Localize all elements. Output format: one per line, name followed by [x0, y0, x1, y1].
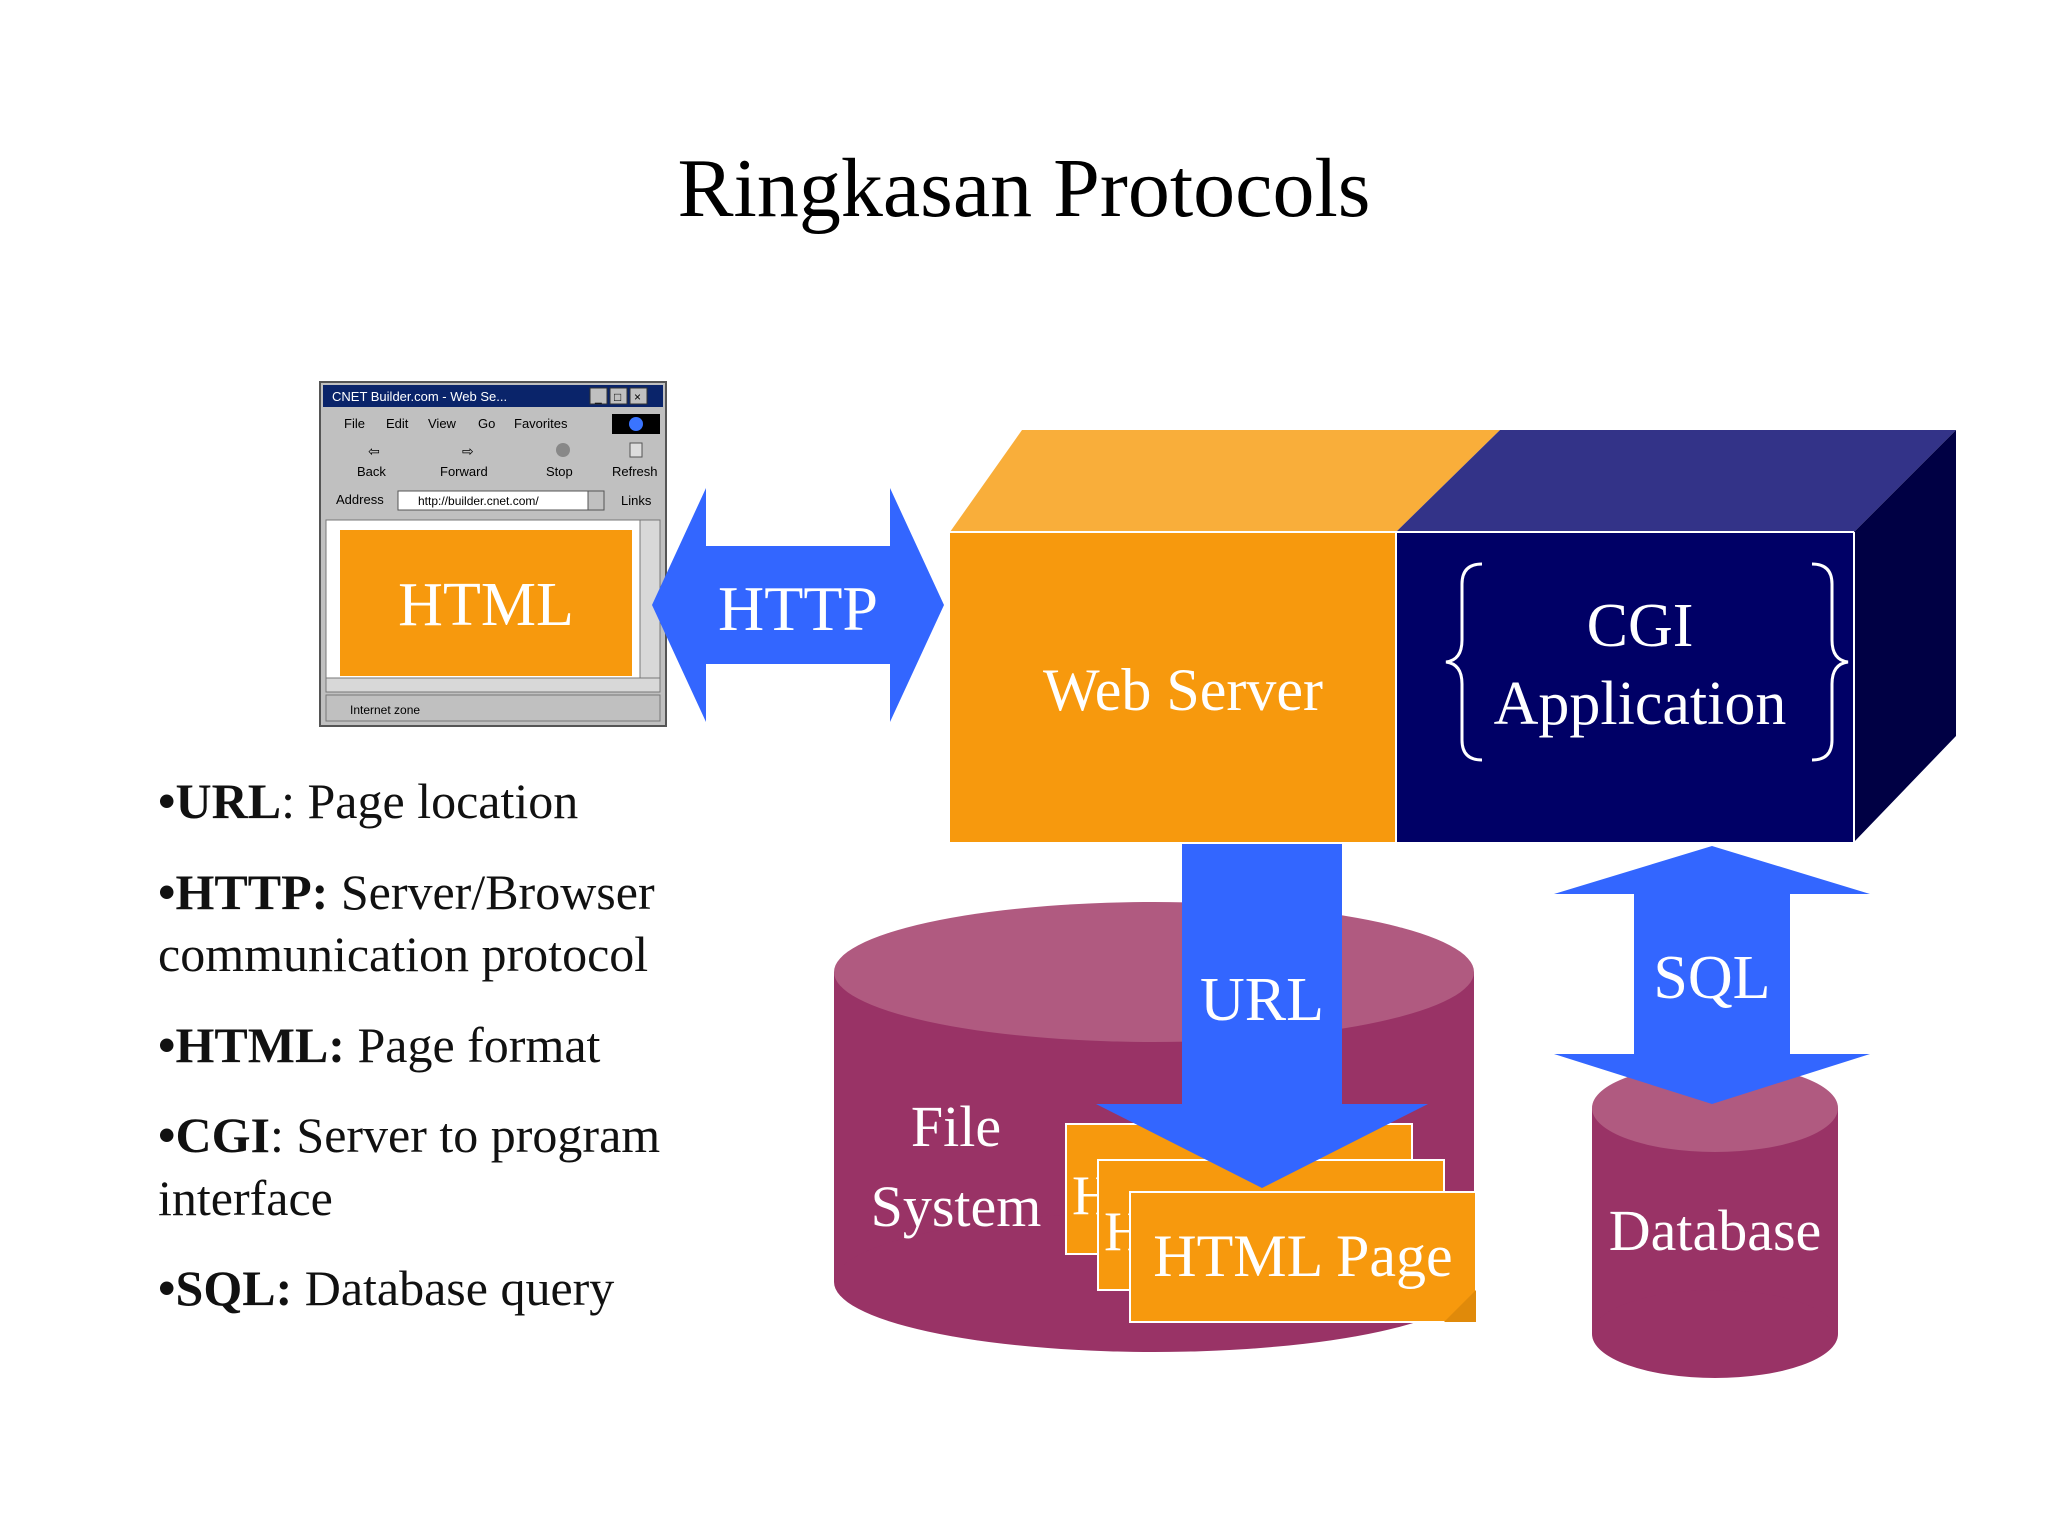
- address-label: Address: [336, 492, 384, 507]
- bullet-term: HTML:: [175, 1016, 345, 1073]
- url-arrow: [1096, 844, 1428, 1188]
- maximize-icon: □: [614, 390, 621, 404]
- forward-arrow-icon: ⇨: [462, 443, 474, 459]
- refresh-icon: [629, 442, 643, 458]
- right-brace-icon: [1811, 562, 1849, 762]
- links-label[interactable]: Links: [621, 493, 652, 508]
- cgi-top: [1396, 430, 1956, 532]
- bullet-cgi: •CGI: Server to program interface: [158, 1104, 778, 1229]
- left-brace-icon: [1445, 562, 1483, 762]
- close-button[interactable]: [629, 387, 648, 405]
- status-text: Internet zone: [350, 703, 420, 717]
- address-dropdown[interactable]: [587, 490, 605, 511]
- fs-top: [834, 902, 1474, 1042]
- cgi-label-line2: Application: [1494, 670, 1787, 738]
- refresh-button[interactable]: Refresh: [612, 464, 658, 479]
- bullet-sep: [345, 1017, 358, 1073]
- sql-label: SQL: [1653, 944, 1770, 1012]
- bullet-dot: •: [158, 1107, 176, 1163]
- bullet-sep: [328, 864, 341, 920]
- bullet-sep: :: [269, 1107, 297, 1163]
- stop-button[interactable]: Stop: [546, 464, 573, 479]
- back-arrow-icon: ⇦: [368, 443, 380, 459]
- browser-titlebar: [323, 385, 663, 407]
- http-arrow: [652, 488, 944, 722]
- status-bar: [325, 694, 661, 722]
- bullet-term: URL: [175, 773, 282, 829]
- sql-arrow: [1554, 846, 1870, 1104]
- bullet-html: •HTML: Page format: [158, 1014, 778, 1077]
- bullet-desc: Page location: [307, 773, 579, 829]
- protocol-bullet-list: •URL: Page location •HTTP: Server/Browse…: [158, 770, 778, 1348]
- menu-view[interactable]: View: [428, 416, 457, 431]
- db-bottom: [1592, 1290, 1838, 1378]
- bullet-dot: •: [158, 773, 176, 829]
- maximize-button[interactable]: [609, 387, 628, 405]
- stop-icon: [556, 443, 570, 457]
- bullet-dot: •: [158, 863, 176, 920]
- html-page-block: [340, 530, 632, 676]
- db-top: [1592, 1064, 1838, 1152]
- bullet-desc: Server to program interface: [158, 1107, 661, 1226]
- address-value: http://builder.cnet.com/: [418, 494, 539, 508]
- close-icon: ×: [634, 390, 641, 404]
- menu-file[interactable]: File: [344, 416, 365, 431]
- database-cylinder: Database: [1592, 1064, 1838, 1378]
- bullet-desc: Database query: [304, 1260, 615, 1316]
- page-corner-fold: [1444, 1290, 1476, 1322]
- bullet-term: CGI: [175, 1107, 270, 1163]
- bullet-desc: Server/Browser communication protocol: [158, 863, 655, 983]
- browser-menubar: File Edit View Go Favorites: [344, 414, 660, 434]
- database-label: Database: [1609, 1198, 1822, 1263]
- minimize-button[interactable]: [589, 387, 608, 405]
- server-box: Web Server CGI Application: [950, 430, 1956, 842]
- minimize-icon: _: [594, 390, 602, 404]
- browser-title: CNET Builder.com - Web Se...: [332, 389, 507, 404]
- forward-button[interactable]: Forward: [440, 464, 488, 479]
- browser-window: CNET Builder.com - Web Se... _ □ × File …: [319, 381, 667, 727]
- html-page-front: [1129, 1191, 1477, 1323]
- bullet-dot: •: [158, 1016, 176, 1073]
- web-server-label: Web Server: [1043, 657, 1323, 723]
- http-label: HTTP: [718, 573, 878, 644]
- bullet-term: SQL:: [175, 1260, 293, 1316]
- browser-toolbar: ⇦ Back ⇨ Forward Stop Refresh: [357, 442, 658, 479]
- bullet-sql: •SQL: Database query: [158, 1257, 778, 1320]
- cgi-front: [1396, 532, 1854, 842]
- address-bar: Address http://builder.cnet.com/ Links: [336, 490, 652, 511]
- bullet-http: •HTTP: Server/Browser communication prot…: [158, 861, 778, 986]
- html-page-label: HTML Page: [1153, 1223, 1452, 1289]
- url-label: URL: [1200, 966, 1324, 1034]
- menu-go[interactable]: Go: [478, 416, 495, 431]
- html-block-label: HTML: [398, 571, 574, 639]
- web-server-front: [950, 532, 1396, 842]
- fs-label-line2: System: [871, 1174, 1042, 1239]
- back-button[interactable]: Back: [357, 464, 386, 479]
- web-server-top: [950, 430, 1500, 532]
- bullet-sep: :: [281, 773, 308, 829]
- bullet-sep: [292, 1260, 305, 1316]
- page-title: Ringkasan Protocols: [677, 142, 1371, 235]
- fs-label-line1: File: [911, 1094, 1001, 1159]
- menu-favorites[interactable]: Favorites: [514, 416, 568, 431]
- bullet-url: •URL: Page location: [158, 770, 778, 833]
- bullet-dot: •: [158, 1260, 176, 1316]
- menu-edit[interactable]: Edit: [386, 416, 409, 431]
- ie-logo-icon: [629, 417, 643, 431]
- horizontal-scrollbar[interactable]: [325, 677, 661, 693]
- cgi-side: [1854, 430, 1956, 842]
- cgi-label-line1: CGI: [1587, 592, 1694, 660]
- bullet-desc: Page format: [357, 1016, 601, 1073]
- bullet-term: HTTP:: [175, 863, 329, 920]
